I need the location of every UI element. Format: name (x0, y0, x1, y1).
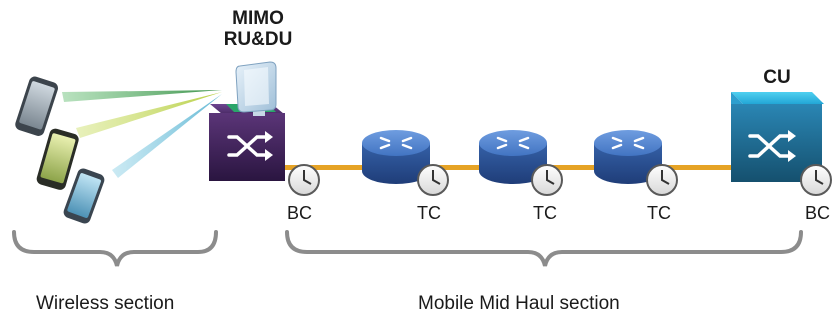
cu-title: CU (763, 67, 791, 88)
clock-icon (417, 164, 449, 196)
router-icon (496, 136, 530, 150)
smartphone-icon (15, 76, 105, 224)
clock-label-bc-left: BC (287, 203, 313, 223)
crossing-arrows-icon (748, 130, 796, 162)
midhaul-section-label: Mobile Mid Haul section (418, 293, 620, 314)
radio-beams (62, 90, 222, 178)
clock-label-tc-3: TC (647, 203, 671, 223)
beam-top (62, 90, 222, 102)
router-icon (611, 136, 645, 150)
clock-icon (646, 164, 678, 196)
clock-label-tc-2: TC (533, 203, 557, 223)
wireless-section-brace (12, 230, 218, 267)
beam-mid (76, 92, 222, 138)
ru-du-title: MIMO RU&DU (213, 8, 303, 50)
crossing-arrows-icon (227, 131, 273, 161)
ru-du-title-line1: MIMO (232, 8, 284, 29)
router-2 (479, 130, 547, 184)
clock-icon (800, 164, 832, 196)
clock-label-bc-right: BC (805, 203, 831, 223)
midhaul-section-brace (285, 230, 803, 267)
beam-bottom (112, 94, 222, 178)
wireless-section-label: Wireless section (36, 293, 175, 314)
ru-du-unit (209, 61, 285, 181)
clock-icon (288, 164, 320, 196)
router-1 (362, 130, 430, 184)
clock-icon (531, 164, 563, 196)
router-3 (594, 130, 662, 184)
router-icon (379, 136, 413, 150)
antenna-panel-icon (235, 61, 277, 116)
clock-label-tc-1: TC (417, 203, 441, 223)
ru-du-title-line2: RU&DU (223, 29, 293, 50)
